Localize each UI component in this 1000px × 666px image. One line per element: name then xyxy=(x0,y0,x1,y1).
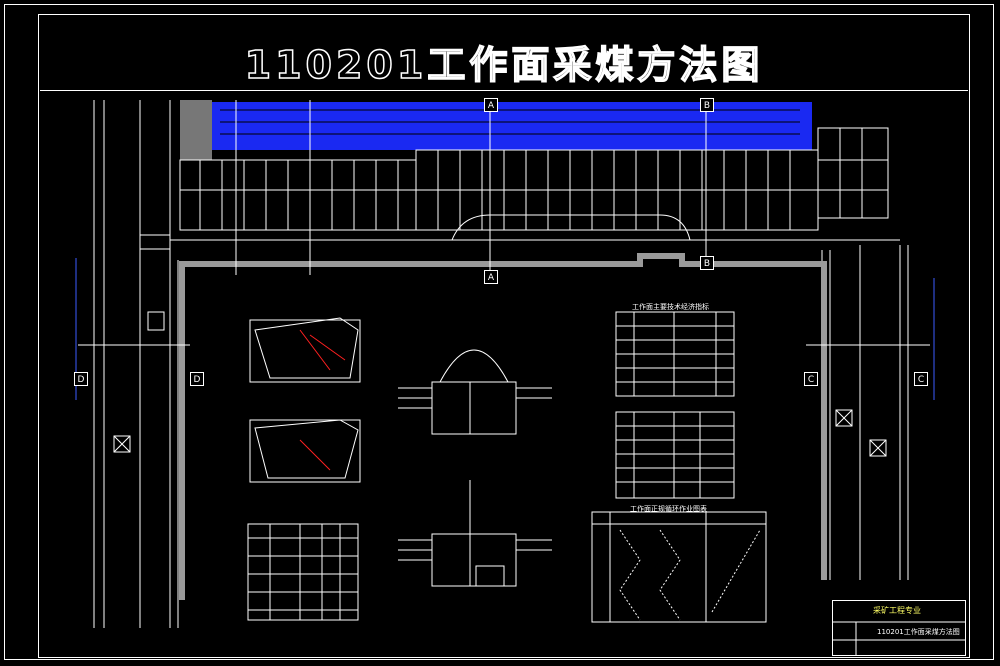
table-1-title: 工作面主要技术经济指标 xyxy=(632,303,709,311)
left-roadway xyxy=(93,100,179,628)
section-sketch-d xyxy=(398,480,552,587)
section-tag-b-top: B xyxy=(700,98,714,112)
title-block: 采矿工程专业 110201工作面采煤方法图 xyxy=(832,600,966,656)
drawing-border-inner xyxy=(38,14,970,658)
section-sketch-b xyxy=(249,419,361,483)
coal-pillar xyxy=(180,100,212,160)
section-tag-d-right: D xyxy=(190,372,204,386)
section-tag-d-left: D xyxy=(74,372,88,386)
hydraulic-supports xyxy=(170,100,900,275)
title-block-org: 采矿工程专业 xyxy=(873,606,921,615)
title-bar: 110201工作面采煤方法图 xyxy=(40,16,968,91)
table-grid-1 xyxy=(615,311,735,397)
drawing-border-outer xyxy=(4,4,994,660)
section-tag-c-right: C xyxy=(914,372,928,386)
title-block-lines xyxy=(832,621,966,656)
section-lines xyxy=(78,104,930,346)
title-block-drawing-name: 110201工作面采煤方法图 xyxy=(877,628,960,636)
drawing-title: 110201工作面采煤方法图 xyxy=(244,42,764,88)
section-tag-c-left: C xyxy=(804,372,818,386)
cycle-chart xyxy=(591,511,767,623)
section-tag-a-top: A xyxy=(484,98,498,112)
section-sketch-c xyxy=(398,349,552,435)
goaf-hatch xyxy=(212,102,812,150)
section-tag-a-bottom: A xyxy=(484,270,498,284)
table-2-title: 工作面正规循环作业图表 xyxy=(630,505,707,513)
section-tag-b-bottom: B xyxy=(700,256,714,270)
section-sketch-a xyxy=(249,317,361,383)
table-grid-2 xyxy=(615,411,735,499)
haulage-path xyxy=(179,253,827,600)
right-roadway xyxy=(821,245,909,580)
table-grid-3 xyxy=(247,523,359,621)
